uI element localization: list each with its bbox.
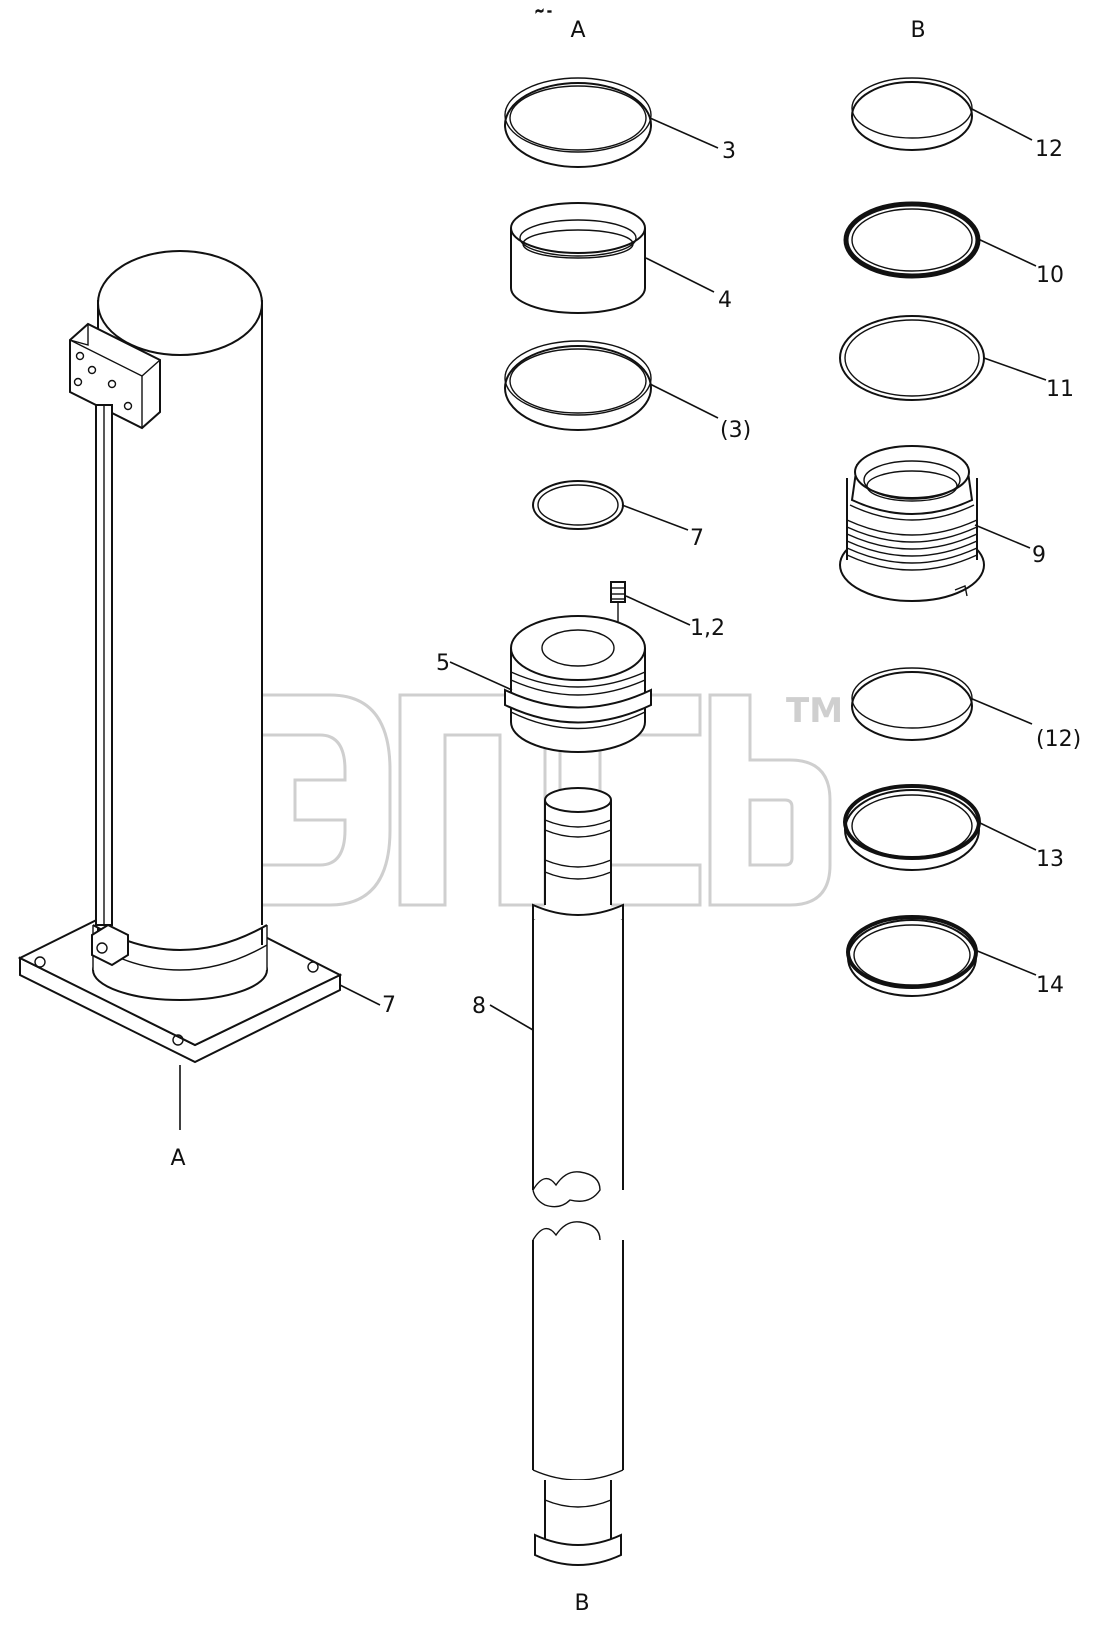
part-13-ring — [843, 784, 981, 871]
callout-leader-12 — [969, 107, 1033, 141]
callout-11: 11 — [1046, 377, 1074, 402]
callout-leader-3 — [649, 117, 719, 149]
part-10-ring — [843, 201, 981, 279]
part-3b-ring — [504, 340, 652, 431]
callout-leader-3b — [649, 383, 719, 419]
callout-leader-12b — [969, 697, 1033, 725]
callout-leader-8 — [489, 1004, 534, 1031]
callout-leader-13 — [977, 821, 1037, 851]
part-9-gland — [839, 445, 985, 602]
part-11-ring — [839, 315, 985, 401]
callout-4: 4 — [718, 288, 732, 313]
part-7-oring — [532, 480, 624, 530]
callout-leader-1-2 — [625, 595, 691, 626]
callout-leader-5 — [449, 661, 513, 691]
cylinder-barrel — [17, 250, 343, 1064]
part-14-ring — [846, 915, 978, 997]
view-label-b-top: B — [910, 18, 925, 43]
callout-leader-10 — [975, 237, 1037, 267]
callout-leader-14 — [974, 949, 1037, 976]
callout-3: 3 — [722, 139, 736, 164]
callout-8: 8 — [472, 994, 486, 1019]
callout-13: 13 — [1036, 847, 1064, 872]
callout-7-ring: 7 — [690, 526, 704, 551]
view-label-a-top: A — [570, 18, 585, 43]
callout-1-2: 1,2 — [690, 616, 725, 641]
part-8-rod — [532, 787, 624, 1566]
callout-leader-7-base — [339, 984, 381, 1006]
small-mark: ~ - — [535, 4, 551, 18]
callout-14: 14 — [1036, 973, 1064, 998]
callout-12: 12 — [1035, 137, 1063, 162]
part-4-bushing — [510, 202, 646, 314]
view-label-b-rod: B — [574, 1591, 589, 1616]
callout-leader-7-ring — [621, 504, 689, 531]
callout-12b: (12) — [1036, 727, 1081, 752]
part-12b-ring — [851, 667, 973, 741]
callout-9: 9 — [1032, 543, 1046, 568]
callout-7-base: 7 — [382, 993, 396, 1018]
watermark-trademark: TM — [786, 691, 843, 731]
callout-5: 5 — [436, 651, 450, 676]
part-3-ring — [504, 77, 652, 168]
callout-leader-9 — [974, 524, 1031, 549]
view-label-a-base: A — [170, 1146, 185, 1171]
callout-leader-4 — [645, 257, 715, 293]
part-12-ring — [851, 77, 973, 151]
part-5-piston — [504, 615, 652, 753]
callout-leader-11 — [983, 357, 1047, 381]
callout-3b: (3) — [720, 418, 751, 443]
callout-10: 10 — [1036, 263, 1064, 288]
